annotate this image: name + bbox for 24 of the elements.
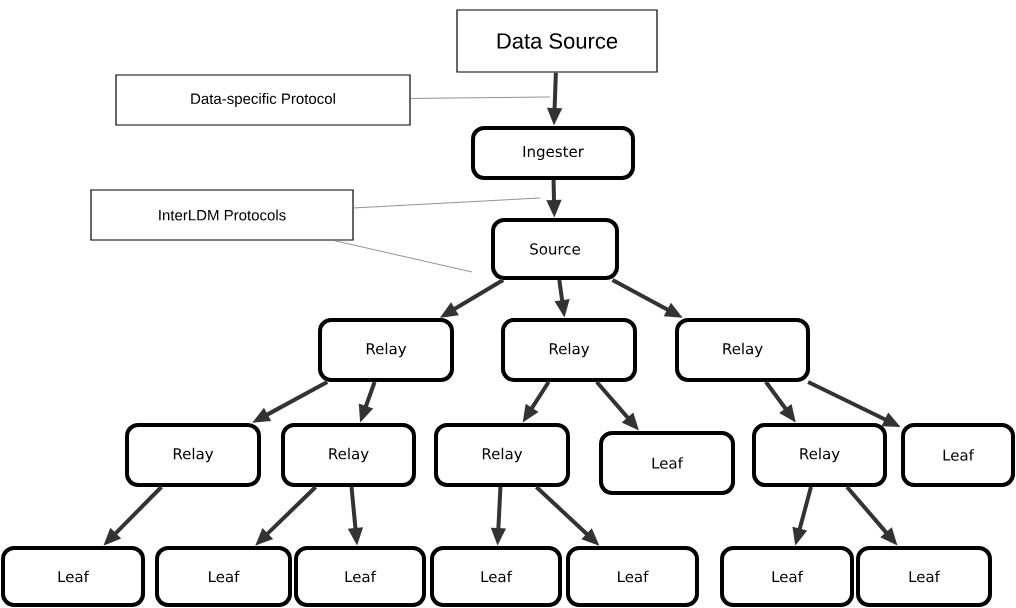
label-box: Data Source bbox=[456, 9, 658, 73]
process-box: Leaf bbox=[720, 546, 854, 607]
leader-line bbox=[353, 197, 541, 209]
label-box: InterLDM Protocols bbox=[90, 189, 354, 241]
process-box: Leaf bbox=[856, 546, 992, 607]
process-box: Source bbox=[491, 218, 619, 280]
process-box: Relay bbox=[125, 423, 261, 487]
process-box: Leaf bbox=[1, 546, 145, 607]
process-box: Leaf bbox=[294, 546, 426, 607]
process-box: Relay bbox=[318, 318, 454, 382]
process-box: Leaf bbox=[901, 423, 1015, 487]
process-box: Relay bbox=[501, 318, 637, 382]
process-box: Leaf bbox=[599, 431, 735, 495]
leader-line bbox=[410, 96, 551, 99]
label-box: Data-specific Protocol bbox=[115, 74, 411, 126]
process-box: Relay bbox=[434, 423, 570, 487]
leader-line bbox=[333, 240, 473, 273]
process-box: Relay bbox=[752, 423, 887, 487]
process-box: Leaf bbox=[430, 546, 562, 607]
process-box: Leaf bbox=[155, 546, 292, 607]
process-box: Relay bbox=[281, 423, 416, 487]
process-box: Leaf bbox=[566, 546, 699, 607]
process-box: Ingester bbox=[471, 126, 635, 180]
process-box: Relay bbox=[675, 318, 810, 382]
